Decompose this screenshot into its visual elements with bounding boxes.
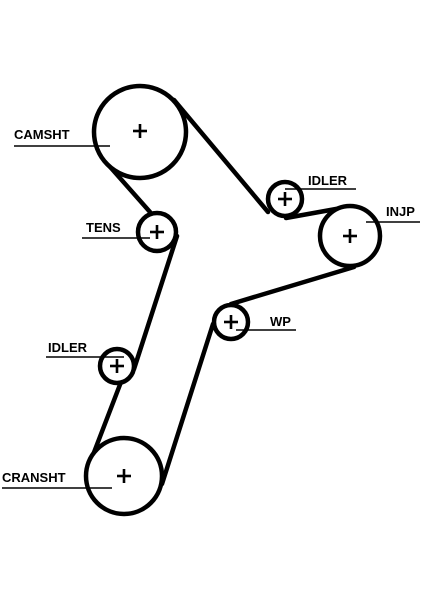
tensioner-pulley xyxy=(135,210,179,254)
idler-top-label: IDLER xyxy=(308,173,348,188)
tensioner-label: TENS xyxy=(86,220,121,235)
timing-belt xyxy=(85,97,357,487)
crankshaft-pulley xyxy=(83,435,165,517)
idler-left-label: IDLER xyxy=(48,340,88,355)
belt-idler-left-to-tensioner xyxy=(131,233,180,372)
belt-injection-pump-to-water-pump xyxy=(228,264,357,307)
belt-water-pump-to-crankshaft xyxy=(159,321,216,487)
water-pump-pulley xyxy=(211,302,251,342)
water-pump-label: WP xyxy=(270,314,291,329)
crankshaft-label: CRANSHT xyxy=(2,470,66,485)
idler-top-pulley xyxy=(265,179,305,219)
camshaft-label: CAMSHT xyxy=(14,127,70,142)
belt-camshaft-to-idler-top xyxy=(171,97,271,215)
injection-pump-pulley xyxy=(317,203,383,269)
injection-pump-label: INJP xyxy=(386,204,415,219)
idler-left-pulley xyxy=(97,346,137,386)
camshaft-pulley xyxy=(91,83,189,181)
